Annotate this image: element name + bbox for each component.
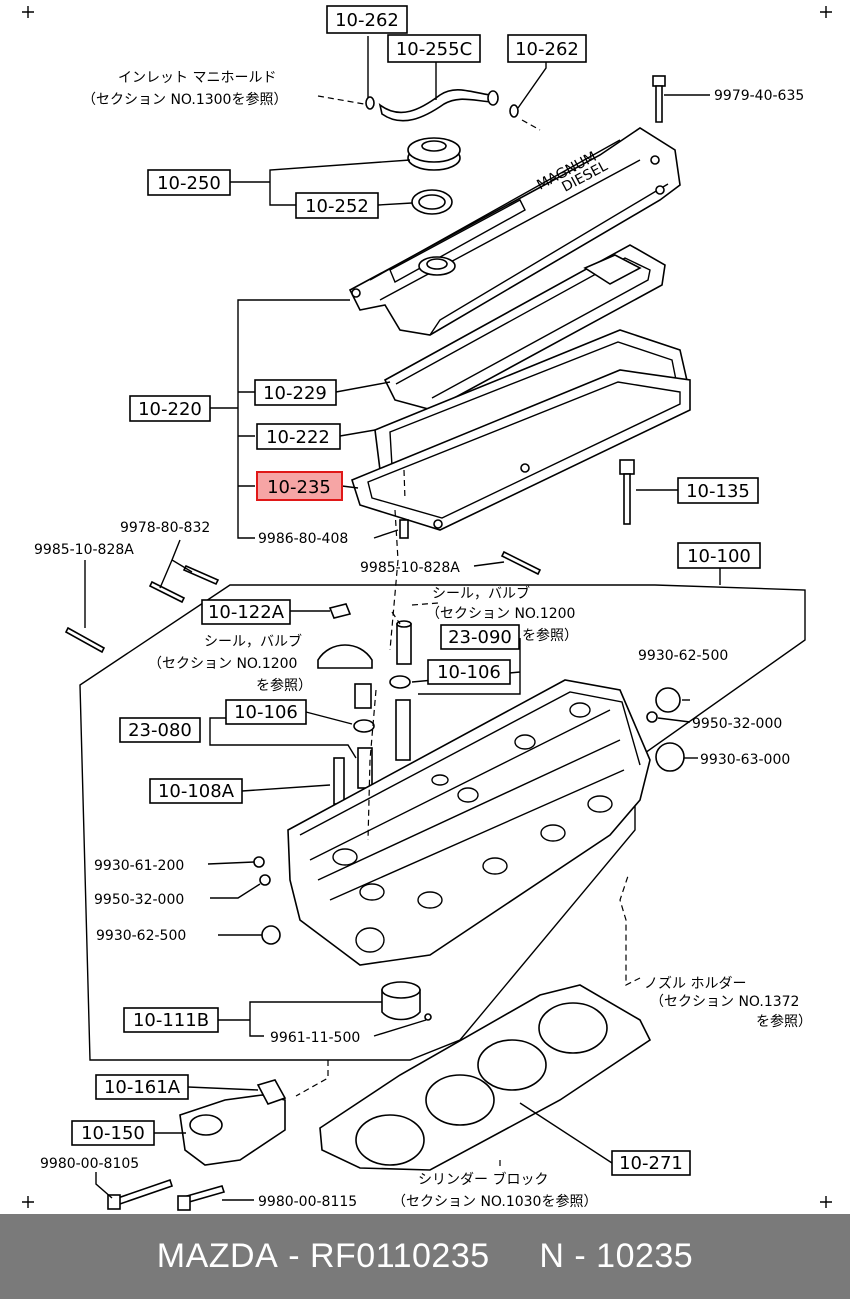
plug-9950-32-000-left — [259, 874, 271, 886]
label-10-161a: 10-161A — [104, 1077, 181, 1098]
label-10-252: 10-252 — [305, 196, 369, 217]
footer-sep: - — [278, 1237, 310, 1275]
callouts: 10-262 10-255C 10-262 9979-40-635 インレット … — [34, 5, 812, 1210]
label-9985-10-828a-left: 9985-10-828A — [34, 542, 134, 558]
label-10-150: 10-150 — [81, 1123, 145, 1144]
stud-9986 — [399, 519, 409, 539]
stud-9985-left — [64, 626, 106, 654]
head-gasket — [319, 984, 652, 1171]
label-23-090: 23-090 — [448, 627, 512, 648]
label-9930-62-500-right: 9930-62-500 — [638, 648, 728, 664]
note-seal-valve-left-section: （セクション NO.1200 — [148, 656, 297, 672]
label-10-106-right: 10-106 — [437, 662, 501, 683]
footer-brand: MAZDA — [156, 1237, 279, 1275]
exploded-diagram: MAGNUM DIESEL — [22, 5, 832, 1211]
thermostat-housing — [179, 1079, 287, 1166]
bolt-10-135 — [619, 459, 635, 525]
label-9980-00-8115: 9980-00-8115 — [258, 1194, 357, 1210]
note-seal-valve-right-section: （セクション NO.1200 — [426, 606, 575, 622]
label-10-222: 10-222 — [266, 427, 330, 448]
label-9985-10-828a-right: 9985-10-828A — [360, 560, 460, 576]
label-10-135: 10-135 — [686, 481, 750, 502]
note-seal-valve-right: シール，バルブ — [432, 585, 530, 602]
label-10-100: 10-100 — [687, 546, 751, 567]
highlighted-part-box — [256, 471, 343, 501]
part-info-footer: MAZDA - RF0110235 N - 10235 — [0, 1214, 850, 1299]
label-10-262: 10-262 — [515, 39, 579, 60]
cylinder-head-cover: MAGNUM DIESEL — [348, 127, 681, 336]
cylinder-head — [287, 679, 651, 966]
label-9950-32-000-left: 9950-32-000 — [94, 892, 184, 908]
label-10-106-left: 10-106 — [234, 702, 298, 723]
footer-part-number: RF0110235 — [309, 1237, 490, 1275]
label-10-111b: 10-111B — [133, 1010, 209, 1031]
note-inlet-section: （セクション NO.1300を参照） — [82, 91, 287, 108]
label-10-235: 10-235 — [267, 477, 331, 498]
stud-10-108a — [333, 757, 345, 805]
label-9930-63-000: 9930-63-000 — [700, 752, 790, 768]
label-10-122a: 10-122A — [208, 602, 285, 623]
note-nozzle-ref: を参照） — [756, 1013, 812, 1030]
plug-9950-32-000-right — [646, 711, 658, 723]
label-10-250: 10-250 — [157, 173, 221, 194]
plug-9930-62-500 — [655, 687, 681, 713]
leader-lines — [84, 36, 721, 1201]
seal-left — [317, 644, 373, 669]
label-10-271: 10-271 — [619, 1153, 683, 1174]
note-nozzle-holder: ノズル ホルダー — [644, 976, 746, 992]
breather-hose — [365, 89, 519, 122]
note-cylinder-block-section: （セクション NO.1030を参照） — [392, 1193, 597, 1210]
label-10-255c: 10-255C — [396, 39, 472, 60]
bolt-9980-8105 — [107, 1178, 174, 1210]
bolt-9979 — [652, 75, 666, 123]
label-9930-61-200: 9930-61-200 — [94, 858, 184, 874]
note-inlet-manifold: インレット マニホールド — [118, 70, 276, 86]
stud-9985-right — [500, 550, 542, 576]
note-cylinder-block: シリンダー ブロック — [418, 1171, 548, 1188]
corner-marks — [22, 6, 832, 1208]
valve-guide-right — [396, 620, 412, 665]
label-9979-40-635: 9979-40-635 — [714, 88, 804, 104]
nut-10-122a — [328, 603, 352, 619]
note-seal-valve-left: シール，バルブ — [204, 633, 302, 650]
note-nozzle-section: （セクション NO.1372 — [650, 994, 799, 1010]
label-10-229: 10-229 — [263, 383, 327, 404]
head-cover-gasket-lower — [351, 369, 691, 531]
label-9930-62-500-left: 9930-62-500 — [96, 928, 186, 944]
label-9950-32-000-right: 9950-32-000 — [692, 716, 782, 732]
note-seal-valve-left-ref: を参照） — [256, 677, 312, 694]
head-cover-gasket-upper — [383, 244, 666, 411]
plug-9930-62-500-left — [261, 925, 281, 945]
plug-9930-63-000 — [655, 742, 685, 772]
footer-ref-number: N - 10235 — [539, 1237, 694, 1275]
valve-spring-ring — [353, 675, 411, 733]
label-10-108a: 10-108A — [158, 781, 235, 802]
footer-gap — [490, 1237, 540, 1276]
bolt-9980-8115 — [177, 1185, 226, 1211]
label-9980-00-8105: 9980-00-8105 — [40, 1156, 139, 1172]
oil-filler-cap — [407, 137, 461, 171]
filler-cap-gasket — [411, 189, 453, 215]
label-23-080: 23-080 — [128, 720, 192, 741]
label-9961-11-500: 9961-11-500 — [270, 1030, 360, 1046]
valve-guide-left — [354, 683, 411, 789]
sleeve-10-111b — [381, 981, 432, 1021]
label-10-262-top: 10-262 — [335, 10, 399, 31]
note-seal-valve-right-ref: を参照） — [522, 627, 578, 644]
plug-9930-61-200 — [253, 856, 265, 868]
label-9978-80-832: 9978-80-832 — [120, 520, 210, 536]
studs-9978 — [148, 564, 220, 604]
label-10-220: 10-220 — [138, 399, 202, 420]
label-9986-80-408: 9986-80-408 — [258, 531, 348, 547]
